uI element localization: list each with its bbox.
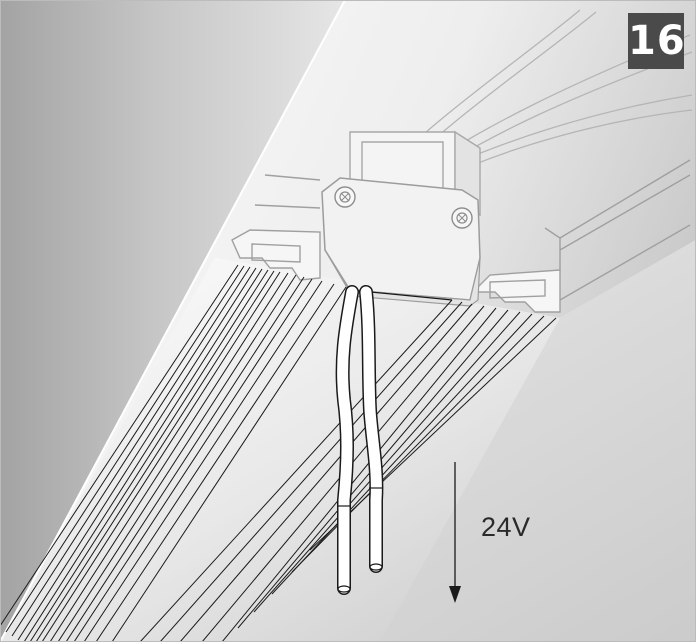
screw-icon (451, 207, 473, 229)
down-arrow-icon (449, 462, 461, 603)
light-strip-lines-right (139, 299, 557, 642)
right-shadow (380, 240, 696, 642)
light-strip-lines-left (0, 264, 347, 642)
step-number-badge: 16 (628, 13, 685, 69)
power-wires (335, 285, 384, 595)
rail-profile-left (231, 174, 321, 281)
ceiling-edge (0, 0, 346, 642)
rail-profile-right (473, 159, 691, 313)
screw-icon (334, 186, 356, 208)
voltage-label: 24V (481, 512, 531, 542)
